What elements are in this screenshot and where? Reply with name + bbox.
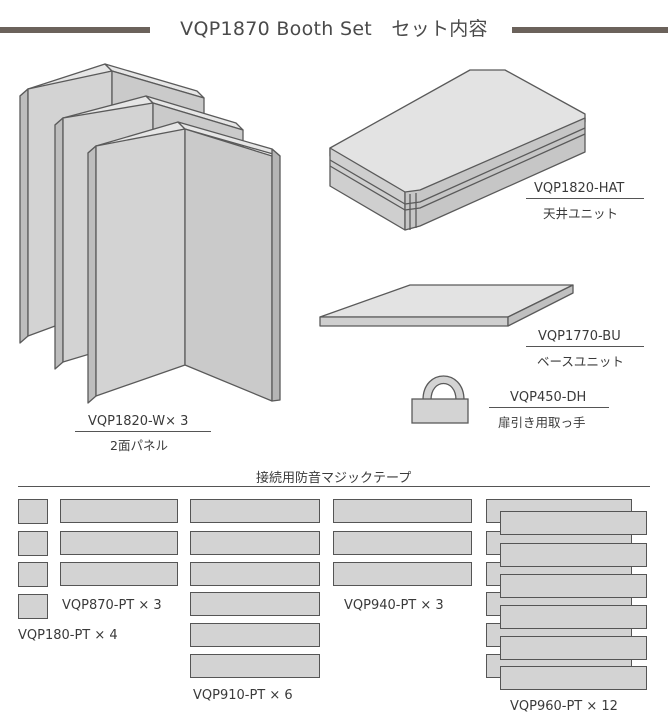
base-unit-illustration [319,284,574,327]
tape-piece [190,531,320,555]
tape-piece [18,562,48,587]
tape-piece [190,499,320,523]
ceiling-name-label: 天井ユニット [543,206,619,221]
ceiling-code-label: VQP1820-HAT [534,181,625,196]
tape-piece [18,594,48,619]
tape-label-vqp960: VQP960-PT × 12 [510,699,618,714]
tape-label-vqp910: VQP910-PT × 6 [193,688,293,703]
ceiling-label-underline [526,198,644,199]
tape-piece [60,499,178,523]
handle-name-label: 扉引き用取っ手 [498,415,586,430]
ceiling-unit-illustration [329,69,586,231]
tape-piece [190,623,320,647]
tape-piece [18,531,48,556]
tape-label-vqp180: VQP180-PT × 4 [18,628,118,643]
tape-piece [333,499,472,523]
tape-section-heading: 接続用防音マジックテープ [256,471,412,486]
title-bar-left [0,27,150,33]
tape-piece [190,654,320,678]
tape-label-vqp870: VQP870-PT × 3 [62,598,162,613]
tape-piece [500,574,647,598]
door-handle-icon [411,375,469,424]
handle-code-label: VQP450-DH [510,390,587,405]
handle-label-underline [489,407,609,408]
tape-piece [500,543,647,567]
base-label-underline [526,346,644,347]
tape-piece [333,531,472,555]
tape-piece [190,592,320,616]
panels-label-underline [75,431,211,432]
tape-piece [500,511,647,535]
base-code-label: VQP1770-BU [538,329,621,344]
tape-piece [500,605,647,629]
tape-piece [60,562,178,586]
tape-piece [333,562,472,586]
tape-piece [60,531,178,555]
page-title: VQP1870 Booth Set セット内容 [180,18,488,40]
tape-section-divider [18,486,650,487]
tape-piece [500,636,647,660]
tape-label-vqp940: VQP940-PT × 3 [344,598,444,613]
tape-piece [500,666,647,690]
panels-code-label: VQP1820-W× 3 [88,414,189,429]
tape-piece [18,499,48,524]
tape-piece [190,562,320,586]
panels-name-label: 2面パネル [110,438,168,453]
base-name-label: ベースユニット [537,354,624,369]
panel-illustration-front [87,121,281,404]
title-bar-right [512,27,668,33]
